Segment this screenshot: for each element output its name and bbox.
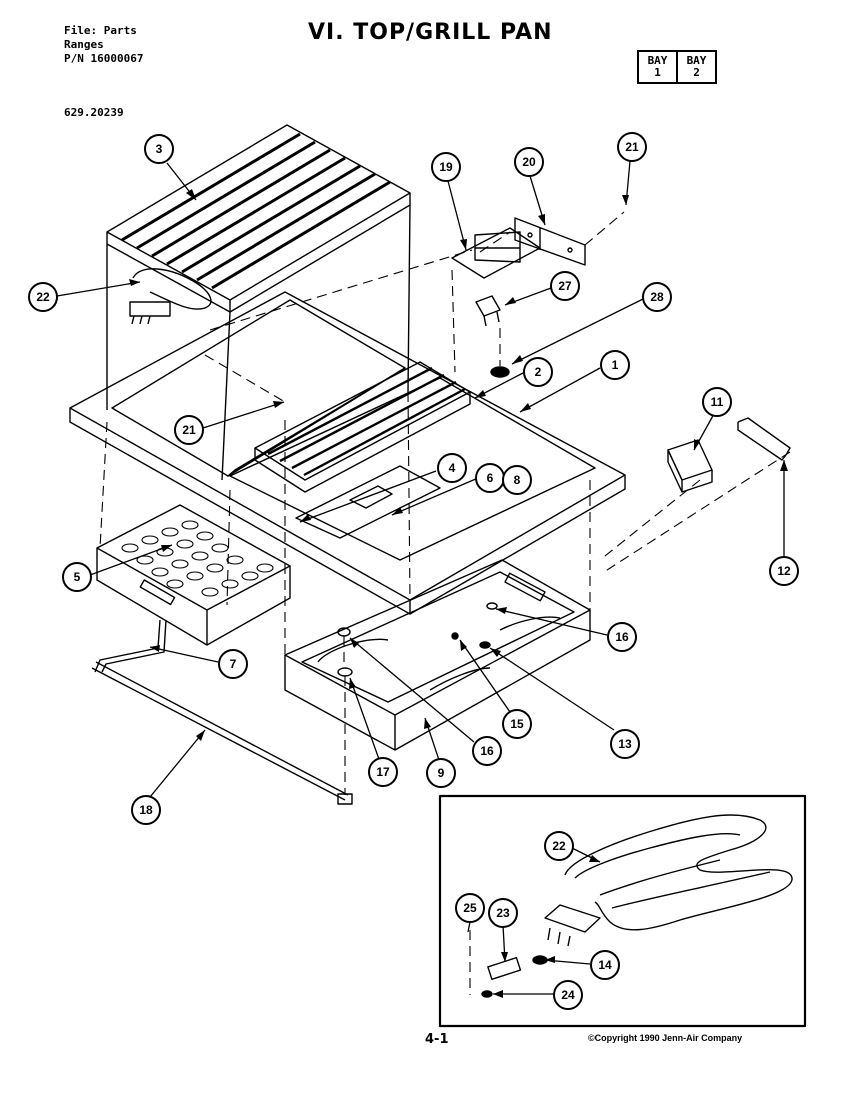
page-number: 4-1 — [425, 1032, 449, 1047]
callout-28: 28 — [642, 282, 672, 312]
callout-1: 1 — [600, 350, 630, 380]
callout-24: 24 — [553, 980, 583, 1010]
callout-21: 21 — [617, 132, 647, 162]
page-title: VI. TOP/GRILL PAN — [308, 20, 553, 45]
leader-arrowheads — [129, 189, 788, 998]
svg-text:13: 13 — [618, 737, 632, 751]
svg-text:16: 16 — [480, 744, 494, 758]
callout-12: 12 — [769, 556, 799, 586]
explosion-lines — [99, 211, 791, 995]
callout-22b: 22 — [544, 831, 574, 861]
callout-7: 7 — [218, 649, 248, 679]
svg-text:23: 23 — [496, 906, 510, 920]
inset-block-part — [487, 956, 522, 980]
inset-element-part — [544, 814, 793, 947]
callout-4: 4 — [437, 453, 467, 483]
nut-part — [490, 366, 510, 378]
bay-box: BAY 1 BAY 2 — [637, 50, 717, 84]
bay-2-label: BAY — [686, 54, 707, 67]
grill-pan-part — [284, 559, 591, 751]
leader-lines — [56, 160, 785, 995]
callout-17: 17 — [368, 757, 398, 787]
callout-14: 14 — [590, 950, 620, 980]
svg-text:22: 22 — [36, 290, 50, 304]
grill-grate-part — [106, 124, 411, 313]
heating-element-part — [129, 268, 212, 325]
grill-well-part — [111, 299, 406, 477]
callout-9: 9 — [426, 758, 456, 788]
bay-1-label: BAY — [647, 54, 668, 67]
svg-text:6: 6 — [487, 471, 494, 485]
model-number: 629.20239 — [64, 106, 124, 119]
svg-text:15: 15 — [510, 717, 524, 731]
callout-5: 5 — [62, 562, 92, 592]
screw-part — [486, 602, 498, 610]
cooktop-part — [69, 291, 626, 615]
svg-text:16: 16 — [615, 630, 629, 644]
callout-27: 27 — [550, 271, 580, 301]
callout-23: 23 — [488, 898, 518, 928]
bay-2-number: 2 — [693, 66, 700, 79]
inset-frame — [438, 794, 807, 1028]
rock-tray-part — [96, 504, 291, 646]
callout-20: 20 — [514, 147, 544, 177]
svg-text:24: 24 — [561, 988, 575, 1002]
bay-1-number: 1 — [654, 66, 661, 79]
svg-text:21: 21 — [182, 423, 196, 437]
svg-text:7: 7 — [230, 657, 237, 671]
svg-text:12: 12 — [777, 564, 791, 578]
switch-handle-part — [737, 417, 791, 461]
svg-text:1: 1 — [612, 358, 619, 372]
burner-grate-part — [254, 361, 471, 493]
callout-13: 13 — [610, 729, 640, 759]
clip-part — [475, 295, 501, 327]
svg-text:21: 21 — [625, 140, 639, 154]
callout-16b: 16 — [472, 736, 502, 766]
part-number-label: P/N 16000067 — [64, 52, 144, 65]
svg-text:22: 22 — [552, 839, 566, 853]
callout-21b: 21 — [174, 415, 204, 445]
copyright-notice: ©Copyright 1990 Jenn-Air Company — [588, 1033, 743, 1043]
svg-text:3: 3 — [156, 142, 163, 156]
callout-2: 2 — [523, 357, 553, 387]
callout-6: 6 — [475, 463, 505, 493]
washer-part — [337, 667, 353, 677]
svg-text:27: 27 — [558, 279, 572, 293]
screw-part — [479, 641, 491, 649]
callout-18: 18 — [131, 795, 161, 825]
callout-22: 22 — [28, 282, 58, 312]
bracket-part — [451, 217, 586, 279]
svg-text:17: 17 — [376, 765, 390, 779]
callout-16: 16 — [607, 622, 637, 652]
callout-25: 25 — [455, 893, 485, 923]
switch-part — [667, 439, 713, 493]
callout-8: 8 — [502, 465, 532, 495]
svg-text:28: 28 — [650, 290, 664, 304]
callout-3: 3 — [144, 134, 174, 164]
bay-2-cell: BAY 2 — [676, 52, 715, 82]
file-label: File: Parts — [64, 24, 137, 37]
svg-text:20: 20 — [522, 155, 536, 169]
svg-text:14: 14 — [598, 958, 612, 972]
svg-text:5: 5 — [74, 570, 81, 584]
svg-text:8: 8 — [514, 473, 521, 487]
svg-text:19: 19 — [439, 160, 453, 174]
rod-part — [91, 661, 353, 805]
svg-text:11: 11 — [711, 395, 724, 409]
bay-1-cell: BAY 1 — [639, 52, 676, 82]
drain-tube-part — [94, 619, 167, 673]
inset-screw-part — [481, 990, 493, 998]
callout-15: 15 — [502, 709, 532, 739]
inset-clip-part — [532, 955, 548, 965]
callout-19: 19 — [431, 152, 461, 182]
screw-part — [451, 632, 459, 640]
callout-11: 11 — [702, 387, 732, 417]
svg-text:2: 2 — [535, 365, 542, 379]
svg-text:9: 9 — [438, 766, 445, 780]
ranges-label: Ranges — [64, 38, 104, 51]
svg-text:4: 4 — [449, 461, 456, 475]
svg-text:18: 18 — [139, 803, 153, 817]
svg-text:25: 25 — [463, 901, 477, 915]
